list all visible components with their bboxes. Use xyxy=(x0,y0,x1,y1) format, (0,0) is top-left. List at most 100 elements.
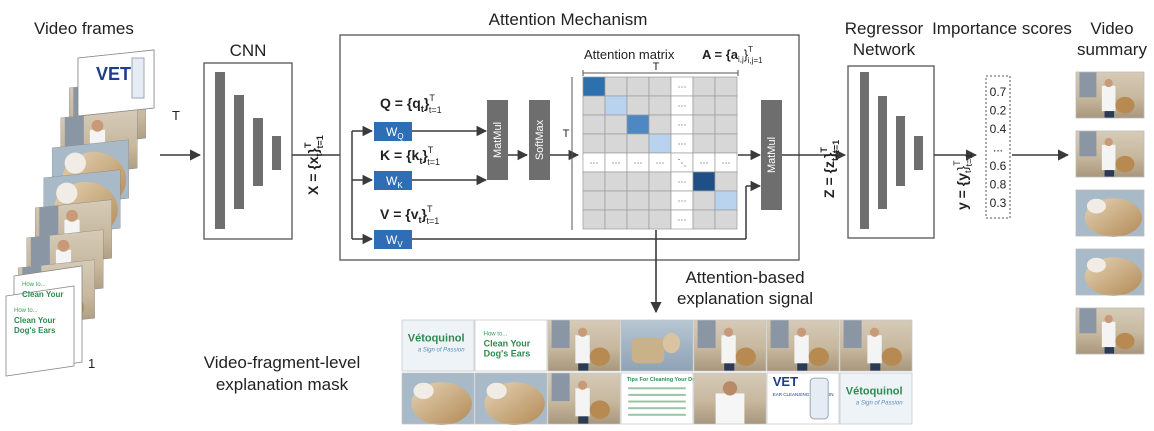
mask-thumb: VET EAR CLEANSING SOLUTION xyxy=(766,372,840,425)
scores-box xyxy=(985,75,1011,219)
regressor-layer-4 xyxy=(914,136,923,170)
svg-text:a Sign of Passion: a Sign of Passion xyxy=(856,401,903,407)
svg-text:Clean Your: Clean Your xyxy=(22,290,64,299)
matrix-cell xyxy=(714,95,738,116)
importance-scores-title: Importance scores xyxy=(932,19,1072,38)
importance-score: 0.4 xyxy=(990,122,1007,136)
matrix-cell xyxy=(692,133,716,154)
importance-score: 0.8 xyxy=(990,178,1007,192)
explanation-mask-thumbs: Vétoquinol a Sign of Passion How to...Clea… xyxy=(401,319,913,426)
matmul-1-label: MatMul xyxy=(492,122,504,158)
regressor-layer-1 xyxy=(860,72,869,229)
matrix-cell xyxy=(714,133,738,154)
matrix-cell xyxy=(692,76,716,97)
wk-label: WK xyxy=(386,174,403,190)
branch-lines xyxy=(351,125,847,245)
svg-text:Clean Your: Clean Your xyxy=(14,316,56,325)
video-summary-thumbs xyxy=(1075,71,1145,355)
matrix-ellipsis: ··· xyxy=(678,177,687,187)
matrix-ellipsis: ··· xyxy=(678,196,687,206)
cnn-layer-4 xyxy=(272,136,281,170)
matrix-cell xyxy=(692,209,716,230)
matrix-cell xyxy=(604,95,628,116)
matrix-T-top: T xyxy=(653,61,660,73)
matrix-cell xyxy=(604,133,628,154)
mask-thumb xyxy=(547,319,621,372)
regressor-title-1: Regressor xyxy=(845,19,924,38)
softmax-box xyxy=(529,100,550,180)
matrix-cell xyxy=(604,190,628,211)
svg-text:a Sign of Passion: a Sign of Passion xyxy=(418,348,465,354)
input-one-label: 1 xyxy=(88,356,95,371)
matrix-cell xyxy=(626,95,650,116)
matrix-ellipsis: ··· xyxy=(678,82,687,92)
score-values: 0.70.20.4...0.60.80.3 xyxy=(990,85,1007,210)
matrix-ellipsis: ··· xyxy=(656,158,665,168)
cnn-layer-1 xyxy=(215,72,225,229)
matrix-ellipsis: ··· xyxy=(678,120,687,130)
matrix-cell xyxy=(714,76,738,97)
svg-text:VET: VET xyxy=(96,64,131,84)
mask-thumb: Vétoquinol a Sign of Passion xyxy=(401,319,475,372)
matrix-cell xyxy=(648,190,672,211)
matrix-cell xyxy=(648,209,672,230)
svg-text:How to...: How to... xyxy=(14,308,38,314)
svg-text:X = {xt}Tt=1: X = {xt}Tt=1 xyxy=(303,135,325,195)
matrix-cell xyxy=(604,171,628,192)
summary-thumb xyxy=(1075,307,1145,355)
matrix-cell xyxy=(626,133,650,154)
summary-thumb xyxy=(1075,248,1145,296)
mask-thumb xyxy=(401,372,475,426)
wk-box xyxy=(374,171,412,190)
attention-title: Attention Mechanism xyxy=(489,10,648,29)
summary-title-2: summary xyxy=(1077,40,1147,59)
importance-score: ... xyxy=(993,141,1003,155)
matrix-ellipsis: ⋱ xyxy=(678,158,687,168)
mask-thumb xyxy=(839,319,913,372)
matrix-cell xyxy=(648,114,672,135)
svg-text:EAR CLEANSING SOLUTION: EAR CLEANSING SOLUTION xyxy=(773,392,834,397)
wv-box xyxy=(374,230,412,249)
matrix-cell xyxy=(582,171,606,192)
importance-score: 0.6 xyxy=(990,159,1007,173)
regressor-layer-2 xyxy=(878,96,887,209)
matrix-cell xyxy=(626,190,650,211)
importance-score: 0.3 xyxy=(990,196,1007,210)
matrix-cell xyxy=(626,76,650,97)
summary-thumb xyxy=(1075,130,1145,178)
matrix-cell xyxy=(582,133,606,154)
svg-text:VET: VET xyxy=(773,374,798,389)
video-frames-title: Video frames xyxy=(34,19,134,38)
matrix-cell xyxy=(626,114,650,135)
svg-text:Dog's Ears: Dog's Ears xyxy=(484,349,531,359)
input-frame-vet: VET xyxy=(77,49,155,117)
regressor-layer-3 xyxy=(896,116,905,186)
svg-text:Tips For Cleaning Your Dog's E: Tips For Cleaning Your Dog's Ears xyxy=(627,377,717,383)
matrix-ellipsis: ··· xyxy=(634,158,643,168)
matrix-cell xyxy=(582,114,606,135)
svg-text:Vétoquinol: Vétoquinol xyxy=(408,332,465,344)
matrix-cell xyxy=(714,171,738,192)
matrix-ellipsis: ··· xyxy=(678,215,687,225)
mask-label-2: explanation mask xyxy=(216,375,349,394)
attention-matrix: ························⋱··············· xyxy=(582,76,738,230)
matrix-cell xyxy=(648,171,672,192)
matrix-ellipsis: ··· xyxy=(590,158,599,168)
matrix-cell xyxy=(604,209,628,230)
summary-thumb xyxy=(1075,189,1145,237)
importance-score: 0.2 xyxy=(990,104,1007,118)
matrix-ellipsis: ··· xyxy=(722,158,731,168)
cnn-layer-2 xyxy=(234,95,244,209)
matrix-cell xyxy=(692,190,716,211)
mask-thumb xyxy=(620,319,694,372)
matrix-cell xyxy=(582,190,606,211)
cnn-title: CNN xyxy=(230,41,267,60)
